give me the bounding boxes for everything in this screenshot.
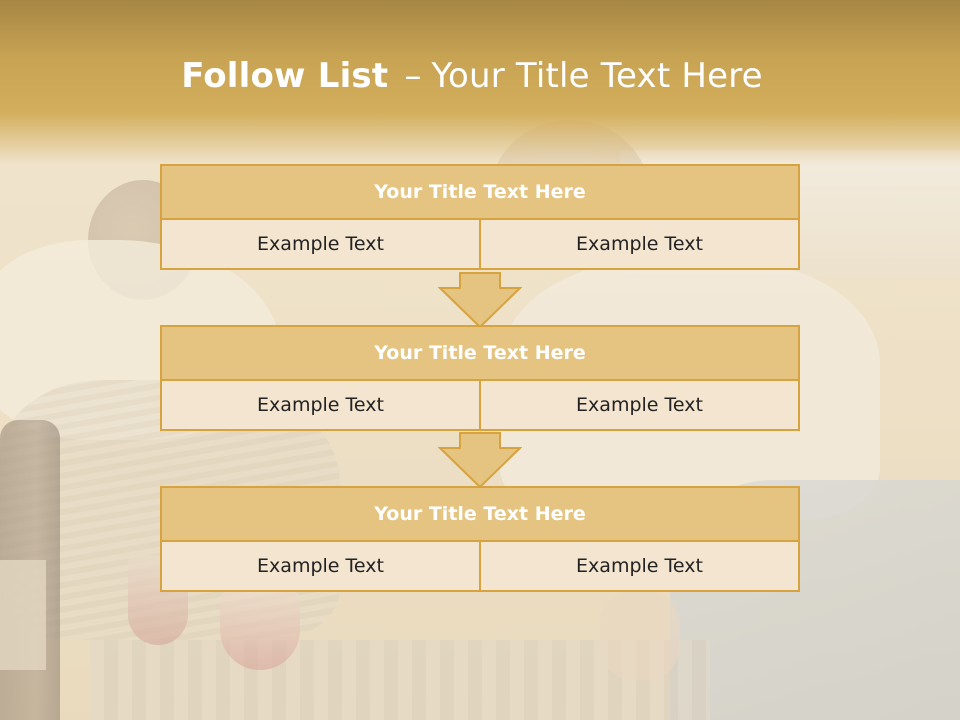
list-block-3: Your Title Text Here Example Text Exampl… bbox=[160, 486, 800, 592]
block-row: Example Text Example Text bbox=[160, 381, 800, 431]
block-cell-left: Example Text bbox=[160, 381, 481, 431]
header-band bbox=[0, 0, 960, 165]
hand-area bbox=[600, 590, 680, 680]
block-cell-left: Example Text bbox=[160, 220, 481, 270]
arrow-down-icon bbox=[438, 272, 522, 328]
block-title: Your Title Text Here bbox=[160, 325, 800, 381]
block-row: Example Text Example Text bbox=[160, 542, 800, 592]
title-rest: Your Title Text Here bbox=[431, 56, 763, 96]
wine-glass-icon bbox=[220, 590, 300, 670]
block-title: Your Title Text Here bbox=[160, 164, 800, 220]
block-title: Your Title Text Here bbox=[160, 486, 800, 542]
block-cell-right: Example Text bbox=[481, 220, 800, 270]
title-dash: – bbox=[404, 56, 422, 96]
bottle-label bbox=[0, 560, 46, 670]
arrow-down-icon bbox=[438, 432, 522, 488]
list-block-2: Your Title Text Here Example Text Exampl… bbox=[160, 325, 800, 431]
slide-title: Follow List–Your Title Text Here bbox=[0, 54, 944, 98]
list-block-1: Your Title Text Here Example Text Exampl… bbox=[160, 164, 800, 270]
block-row: Example Text Example Text bbox=[160, 220, 800, 270]
title-bold: Follow List bbox=[181, 56, 389, 96]
block-cell-right: Example Text bbox=[481, 542, 800, 592]
block-cell-right: Example Text bbox=[481, 381, 800, 431]
block-cell-left: Example Text bbox=[160, 542, 481, 592]
